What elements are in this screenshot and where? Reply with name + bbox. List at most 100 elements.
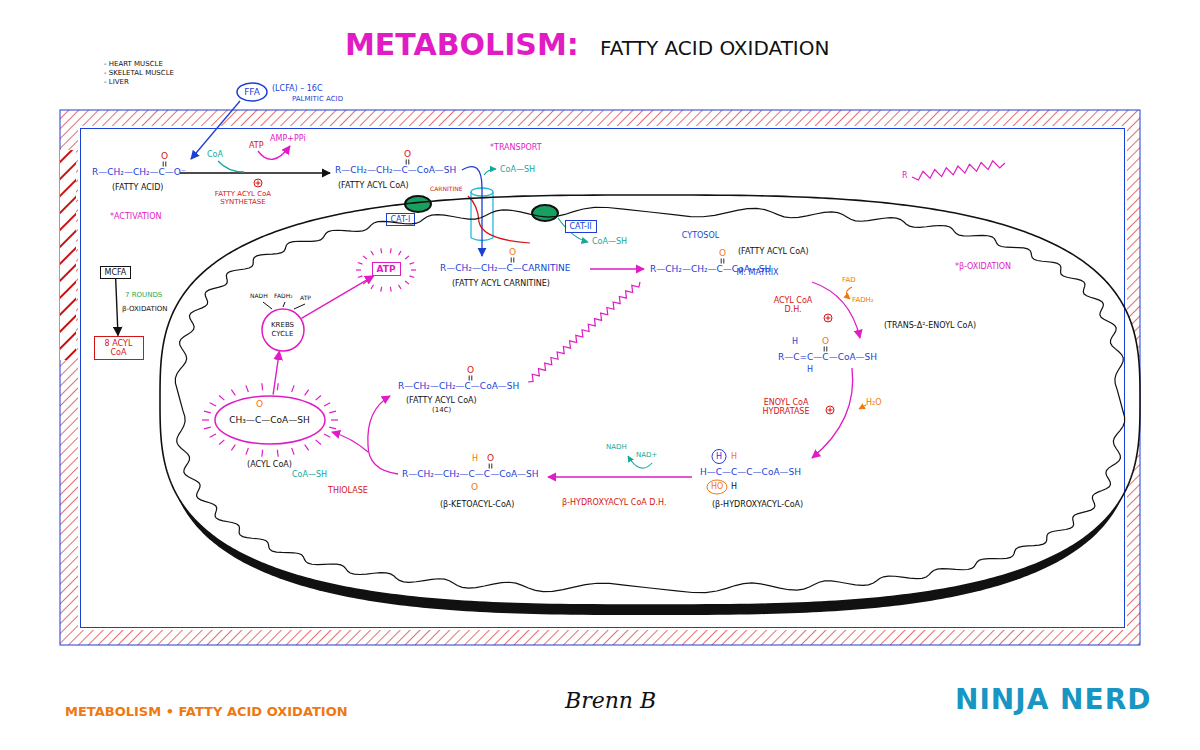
cat2-enzyme <box>532 205 558 221</box>
highlight-ring <box>707 480 727 494</box>
sunburst-ray <box>331 419 338 420</box>
caption: METABOLISM • FATTY ACID OXIDATION <box>65 705 348 720</box>
edge-label: 7 ROUNDS <box>125 291 162 299</box>
text-label: AMP+PPi <box>270 134 306 143</box>
sunburst-ray <box>202 419 209 420</box>
sunburst-ray <box>380 287 382 292</box>
text-label: NAD+ <box>636 451 657 459</box>
sunburst-ray <box>246 448 248 455</box>
text-label: NADH <box>250 293 268 300</box>
sunburst-ray <box>405 281 409 284</box>
text-label: O <box>256 399 263 409</box>
text-label: (LCFA) – 16C <box>272 84 322 93</box>
text-label: (FATTY ACYL CoA) <box>338 181 409 190</box>
text-label: Brenn B <box>565 688 656 713</box>
node-text: CAT-II <box>570 222 592 231</box>
double-bond <box>721 259 722 264</box>
text-label: (FATTY ACID) <box>112 183 163 192</box>
double-bond <box>513 258 514 263</box>
mitochondrion-fill <box>160 195 1140 605</box>
ellipse-node: KREBS CYCLE <box>261 308 305 352</box>
sunburst-ray <box>204 427 211 429</box>
sunburst-ray <box>231 445 235 451</box>
text-label: O <box>404 149 411 159</box>
sunburst-ray <box>411 269 416 270</box>
text-label: *TRANSPORT <box>490 143 542 152</box>
sunburst-ray <box>277 383 279 390</box>
text-label: H—C—C—C—CoA—SH <box>700 467 801 477</box>
double-bond <box>408 160 409 165</box>
text-label: *β-OXIDATION <box>955 262 1011 271</box>
text-label: FADH₂ <box>274 293 293 300</box>
text-label: H <box>807 365 813 374</box>
ffa-arrow <box>191 101 240 159</box>
node-text: CYTOSOL <box>682 231 719 240</box>
text-label: PALMITIC ACID <box>292 95 343 103</box>
sunburst-ray <box>277 450 279 457</box>
sunburst-ray <box>292 385 294 392</box>
text-label: (β-KETOACYL-CoA) <box>440 500 514 509</box>
sunburst-ray <box>219 440 224 445</box>
text-label: ACYL CoA D.H. <box>768 296 818 314</box>
double-bond <box>163 162 164 167</box>
activation-arrow <box>180 172 330 173</box>
outer-frame <box>60 110 1140 645</box>
text-label: (FATTY ACYL CoA) <box>406 396 477 405</box>
connector-arrow <box>273 351 279 394</box>
text-label: HO <box>711 482 723 491</box>
sunburst-ray <box>405 256 409 259</box>
text-label: R—CH₂—CH₂—C—CoA—SH <box>335 165 456 175</box>
text-label: FADH₂ <box>852 296 874 304</box>
enzyme-symbols <box>824 314 834 414</box>
coa-curve <box>218 161 244 172</box>
sunburst-ray <box>399 251 402 255</box>
sunburst-ray <box>261 450 263 457</box>
label-box: CAT-II <box>565 220 597 233</box>
text-label: O <box>467 365 474 375</box>
text-label: ATP <box>249 141 264 150</box>
sunburst-ray <box>246 385 248 392</box>
text-label: FATTY ACYL CoA SYNTHETASE <box>203 190 283 206</box>
hatch-gap <box>60 150 76 360</box>
mitochondrion: CAT-II ATP KREBS CYCLE CH₃—C—CoA—SH(ACYL Co… <box>160 195 1140 605</box>
sunburst-ray <box>219 395 224 400</box>
text-label: O <box>487 453 494 463</box>
text-label: NINJA NERD <box>955 684 1151 716</box>
text-label: H <box>472 454 478 463</box>
generated-strokes <box>163 160 1005 469</box>
label-box: ATP <box>372 262 401 276</box>
text-label: THIOLASE <box>328 486 368 495</box>
text-label: O <box>719 248 726 258</box>
ellipse-node: CH₃—C—CoA—SH(ACYL CoA) <box>214 395 326 445</box>
zigzag-link <box>528 282 640 382</box>
text-label: R <box>902 171 908 180</box>
node-text: MCFA <box>105 268 127 277</box>
sunburst-ray <box>324 434 330 437</box>
double-bond <box>165 162 166 167</box>
membrane-band <box>60 110 1140 645</box>
sunburst-ray <box>371 251 374 255</box>
double-bond <box>469 376 470 381</box>
label-box: MCFA <box>100 266 132 279</box>
sunburst-ray <box>358 262 363 264</box>
sunburst-ray <box>231 390 235 396</box>
double-bond <box>489 464 490 469</box>
sunburst-ray <box>324 403 330 406</box>
sunburst-ray <box>363 256 367 259</box>
connector-arrow <box>301 276 373 319</box>
double-bond <box>406 160 407 165</box>
sunburst-ray <box>329 427 336 429</box>
text-label: FATTY ACID OXIDATION <box>600 37 829 60</box>
text-label: ATP <box>300 295 311 302</box>
node-text: (ACYL CoA) <box>247 460 292 469</box>
sunburst-ray <box>305 445 309 451</box>
text-label: O <box>822 336 829 346</box>
node-text: ATP <box>377 264 396 274</box>
text-label: CoA—SH <box>500 165 535 174</box>
text-label: O <box>471 482 478 492</box>
node-text: FFA <box>244 87 260 97</box>
sunburst-ray <box>210 434 216 437</box>
text-label: R—CH₂—CH₂—C—O⁻ <box>92 167 186 177</box>
